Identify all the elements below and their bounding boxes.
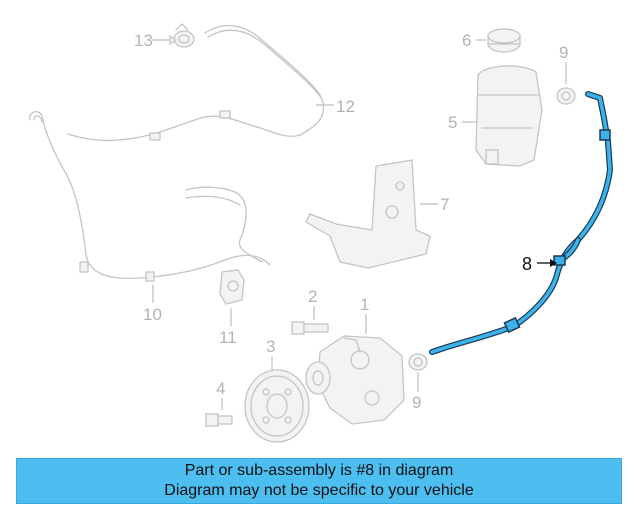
- part-5-reservoir: [475, 65, 543, 167]
- part-9-clamp-top: [556, 87, 576, 105]
- callout-9-bottom: 9: [412, 393, 421, 412]
- callout-3: 3: [266, 337, 275, 356]
- callout-12: 12: [336, 97, 355, 116]
- callout-1: 1: [360, 295, 369, 314]
- info-banner: Part or sub-assembly is #8 in diagram Di…: [16, 458, 622, 504]
- callout-5: 5: [448, 113, 457, 132]
- part-12-line: [67, 24, 325, 142]
- part-11-bracket: [219, 269, 245, 305]
- callout-10: 10: [143, 305, 162, 324]
- callout-4: 4: [216, 379, 225, 398]
- part-8-hose-highlighted: [429, 91, 613, 355]
- part-3-pulley: [244, 369, 310, 443]
- callout-2: 2: [308, 287, 317, 306]
- part-7-bracket: [305, 159, 431, 269]
- part-9-clamp-bottom: [408, 353, 428, 371]
- callout-13: 13: [134, 31, 153, 50]
- callout-11: 11: [219, 328, 237, 347]
- callout-9-top: 9: [559, 43, 568, 62]
- part-2-bolt: [291, 321, 329, 335]
- part-6-cap: [487, 28, 521, 53]
- callout-7: 7: [440, 195, 449, 214]
- callout-8: 8: [522, 254, 532, 274]
- callout-6: 6: [462, 31, 471, 50]
- arrow-13: [169, 34, 178, 46]
- banner-line-disclaimer: Diagram may not be specific to your vehi…: [164, 482, 474, 499]
- part-10-line: [29, 110, 271, 282]
- arrow-8: [550, 259, 557, 267]
- part-4-bolt: [205, 413, 233, 427]
- part-1-pump: [305, 335, 405, 425]
- part-13-clamp: [173, 23, 195, 48]
- banner-line-part: Part or sub-assembly is #8 in diagram: [184, 462, 454, 479]
